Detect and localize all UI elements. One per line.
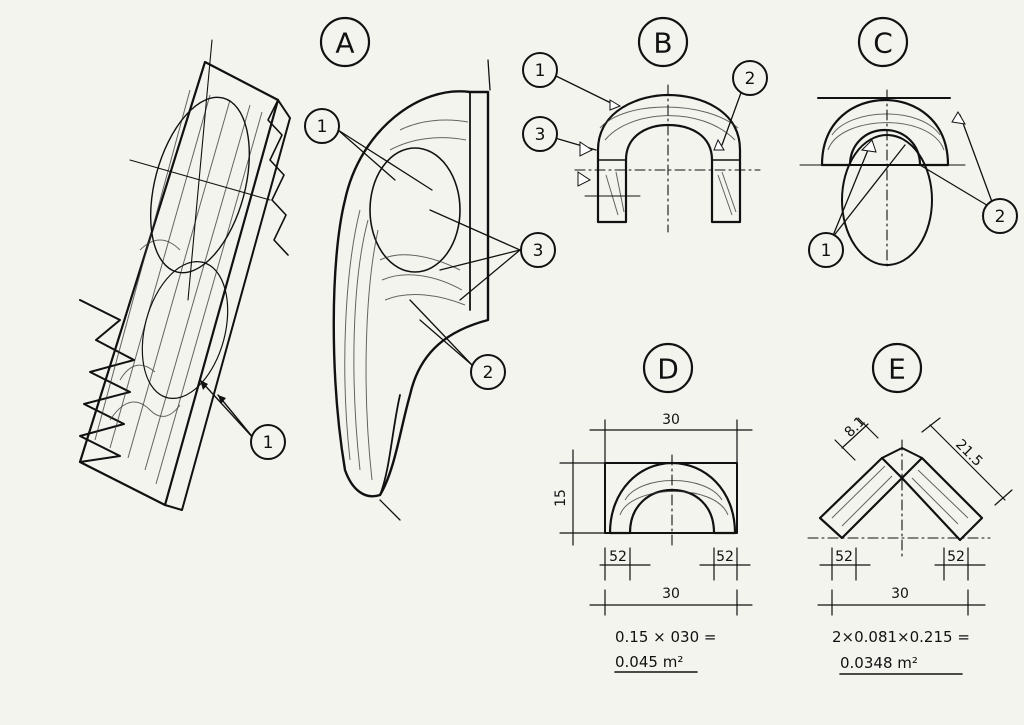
label-c: C xyxy=(857,16,909,68)
callout-1-figure-a: 1 xyxy=(304,108,340,144)
svg-text:2: 2 xyxy=(995,207,1006,227)
dim-d-height: 15 xyxy=(553,489,569,507)
dim-d-width-top: 30 xyxy=(662,412,680,428)
dim-e-thickness: 8.1 xyxy=(842,414,869,441)
svg-text:1: 1 xyxy=(263,433,274,453)
svg-text:2: 2 xyxy=(483,363,494,383)
label-e: E xyxy=(871,342,923,394)
svg-text:1: 1 xyxy=(317,117,328,137)
svg-text:D: D xyxy=(657,353,679,386)
dim-e-length: 21.5 xyxy=(952,436,985,469)
callout-1-figure-c: 1 xyxy=(808,232,844,268)
formula-d-line2: 0.045 m² xyxy=(615,653,683,671)
figure-c-log-section xyxy=(799,89,996,271)
label-b: B xyxy=(637,16,689,68)
formula-d-line1: 0.15 × 030 = xyxy=(615,628,716,646)
dim-e-width-bottom: 30 xyxy=(891,586,909,602)
svg-text:3: 3 xyxy=(535,125,546,145)
timber-block-figure xyxy=(78,39,291,511)
label-d: D xyxy=(642,342,694,394)
svg-text:C: C xyxy=(873,27,893,60)
formula-e-line1: 2×0.081×0.215 = xyxy=(832,628,970,646)
figure-b-arch-section xyxy=(554,75,761,233)
formula-e-line2: 0.0348 m² xyxy=(840,654,918,672)
figure-d-dimension-drawing xyxy=(559,419,753,673)
svg-text:1: 1 xyxy=(535,61,546,81)
callout-2-figure-a: 2 xyxy=(470,354,506,390)
svg-text:1: 1 xyxy=(821,241,832,261)
callout-2-figure-c: 2 xyxy=(982,198,1018,234)
label-a: A xyxy=(319,16,371,68)
dim-d-width-bottom: 30 xyxy=(662,586,680,602)
dim-e-left-gap: 52 xyxy=(835,549,853,565)
figure-e-dimension-drawing xyxy=(807,417,1013,675)
dim-d-right-gap: 52 xyxy=(716,549,734,565)
svg-text:A: A xyxy=(335,27,354,60)
dim-e-right-gap: 52 xyxy=(947,549,965,565)
svg-text:3: 3 xyxy=(533,241,544,261)
callout-1-figure-b: 1 xyxy=(522,52,558,88)
callout-2-figure-b: 2 xyxy=(732,60,768,96)
svg-text:E: E xyxy=(888,353,906,386)
svg-text:2: 2 xyxy=(745,69,756,89)
svg-text:B: B xyxy=(653,27,672,60)
figure-a-curved-beam xyxy=(332,59,521,521)
callout-3-figure-b: 3 xyxy=(522,116,558,152)
dim-d-left-gap: 52 xyxy=(609,549,627,565)
callout-1-block: 1 xyxy=(250,424,286,460)
callout-3-figure-a: 3 xyxy=(520,232,556,268)
